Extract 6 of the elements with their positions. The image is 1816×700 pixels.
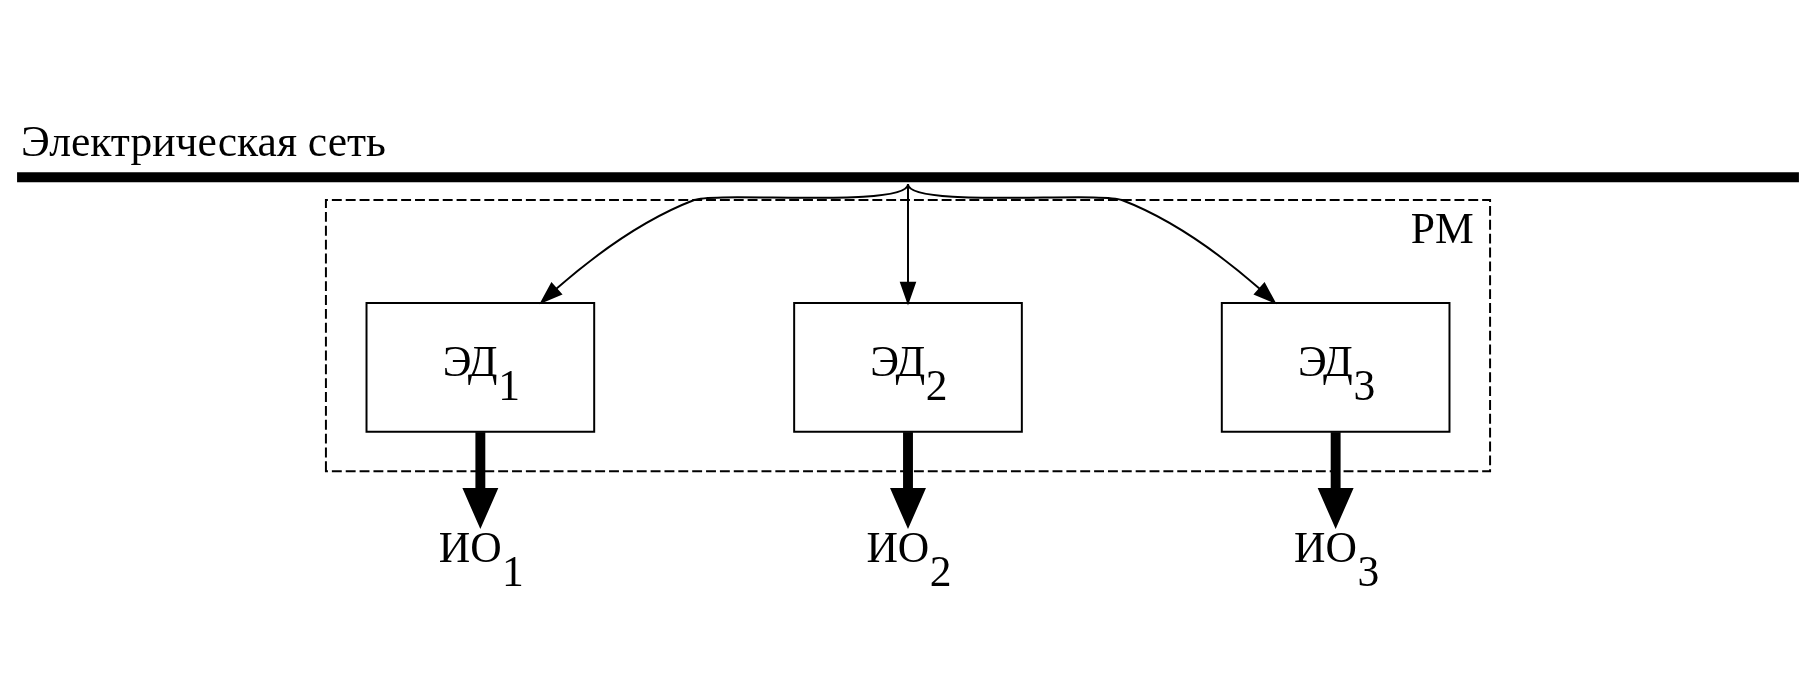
arrow [462,431,499,529]
node-box [17,171,1799,182]
arrow [890,431,926,529]
node-label: Электрическая сеть [21,116,386,165]
arrow [1317,431,1354,529]
arrow [907,182,1277,304]
